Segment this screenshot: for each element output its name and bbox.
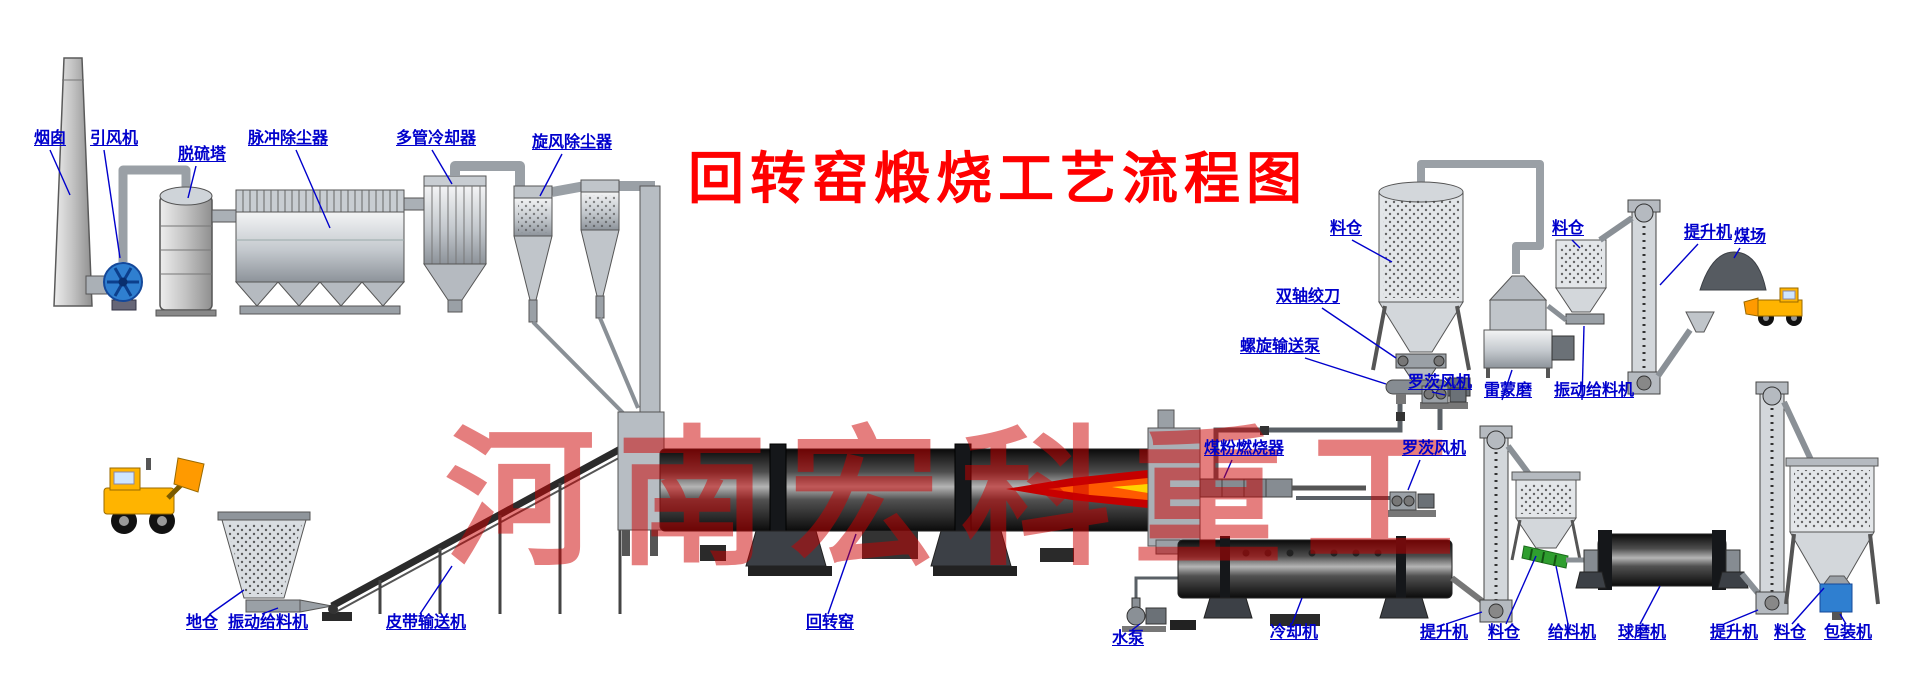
kiln-feed-housing <box>617 411 665 556</box>
multi-tube-cooler-graphic <box>423 175 487 313</box>
tower-to-fan-pipe <box>118 165 191 262</box>
label-coal-silo: 料仓 <box>1330 220 1363 237</box>
pulse-dust-collector-graphic <box>234 189 406 315</box>
coal-silo-graphic <box>1371 160 1544 371</box>
coal-yard-graphic <box>1699 251 1767 291</box>
roots-blower-mid-graphic <box>1388 491 1436 517</box>
label-roots-blower-top: 罗茨风机 <box>1408 374 1473 391</box>
label-water-pump: 水泵 <box>1112 630 1145 647</box>
packing-machine-graphic <box>1819 575 1853 620</box>
label-double-shaft-auger: 双轴绞刀 <box>1276 288 1341 305</box>
label-ball-mill: 球磨机 <box>1618 624 1667 641</box>
elevator-top-graphic <box>1598 199 1715 395</box>
page-title: 回转窑煅烧工艺流程图 <box>688 147 1308 210</box>
cooler-graphic <box>1177 536 1488 626</box>
cooler-to-cyclone-duct <box>450 161 525 190</box>
label-coal-burner: 煤粉燃烧器 <box>1204 440 1285 457</box>
rotary-kiln-graphic <box>659 443 1153 576</box>
label-coal-yard: 煤场 <box>1734 228 1767 245</box>
label-pulse-dust-collector: 脉冲除尘器 <box>248 130 329 147</box>
label-feeder: 给料机 <box>1548 624 1597 641</box>
ball-mill-graphic <box>1575 530 1765 600</box>
cyclone-dust-collector-graphic <box>513 179 655 422</box>
silo-right-graphic <box>1784 457 1880 605</box>
water-pump-graphic <box>1122 576 1196 632</box>
label-elevator-mid: 提升机 <box>1420 624 1469 641</box>
label-silo-right: 料仓 <box>1774 624 1807 641</box>
label-cyclone-dust-collector: 旋风除尘器 <box>532 134 613 151</box>
collector-to-tower-duct <box>211 209 237 223</box>
wheel-loader-graphic <box>103 457 205 534</box>
label-induced-draft-fan: 引风机 <box>90 130 139 147</box>
raymond-mill-graphic <box>1483 275 1575 378</box>
elevator-mid-graphic <box>1479 425 1535 623</box>
label-ground-silo: 地仓 <box>186 614 219 631</box>
screw-feeder-graphic <box>1521 545 1596 569</box>
label-screw-conveyor-pump: 螺旋输送泵 <box>1240 338 1321 355</box>
label-vibrating-feeder-bottom: 振动给料机 <box>228 614 309 631</box>
cooler-to-collector-duct <box>403 197 425 211</box>
kiln-hood-graphic <box>1147 409 1201 555</box>
label-elevator-top: 提升机 <box>1684 224 1733 241</box>
leader-lines <box>49 149 1847 631</box>
label-elevator-right: 提升机 <box>1710 624 1759 641</box>
label-rotary-kiln: 回转窑 <box>806 614 855 631</box>
chimney-graphic <box>53 57 93 307</box>
coal-burner-graphic <box>1199 400 1443 500</box>
coal-yard-loader-graphic <box>1743 287 1803 326</box>
label-multi-tube-cooler: 多管冷却器 <box>396 130 477 147</box>
label-silo-top-right: 料仓 <box>1552 220 1585 237</box>
label-desulfurization-tower: 脱硫塔 <box>178 146 227 163</box>
label-vibrating-feeder-top: 振动给料机 <box>1554 382 1635 399</box>
silo-top-right-graphic <box>1546 239 1607 325</box>
label-cooler: 冷却机 <box>1270 624 1319 641</box>
double-shaft-auger-graphic <box>1395 353 1447 369</box>
desulfurization-tower-graphic <box>155 186 217 317</box>
silo-mid-graphic <box>1510 471 1582 561</box>
label-packing-machine: 包装机 <box>1824 624 1873 641</box>
label-roots-blower-mid: 罗茨风机 <box>1402 440 1467 457</box>
elevator-right-graphic <box>1755 381 1815 615</box>
ground-silo-graphic <box>217 511 352 621</box>
label-silo-mid: 料仓 <box>1488 624 1521 641</box>
watermark: 河南宏科重工 <box>445 415 1478 583</box>
label-raymond-mill: 雷蒙磨 <box>1484 382 1533 399</box>
label-belt-conveyor: 皮带输送机 <box>386 614 467 631</box>
label-chimney: 烟囱 <box>34 130 67 147</box>
induced-draft-fan-graphic <box>103 262 143 311</box>
